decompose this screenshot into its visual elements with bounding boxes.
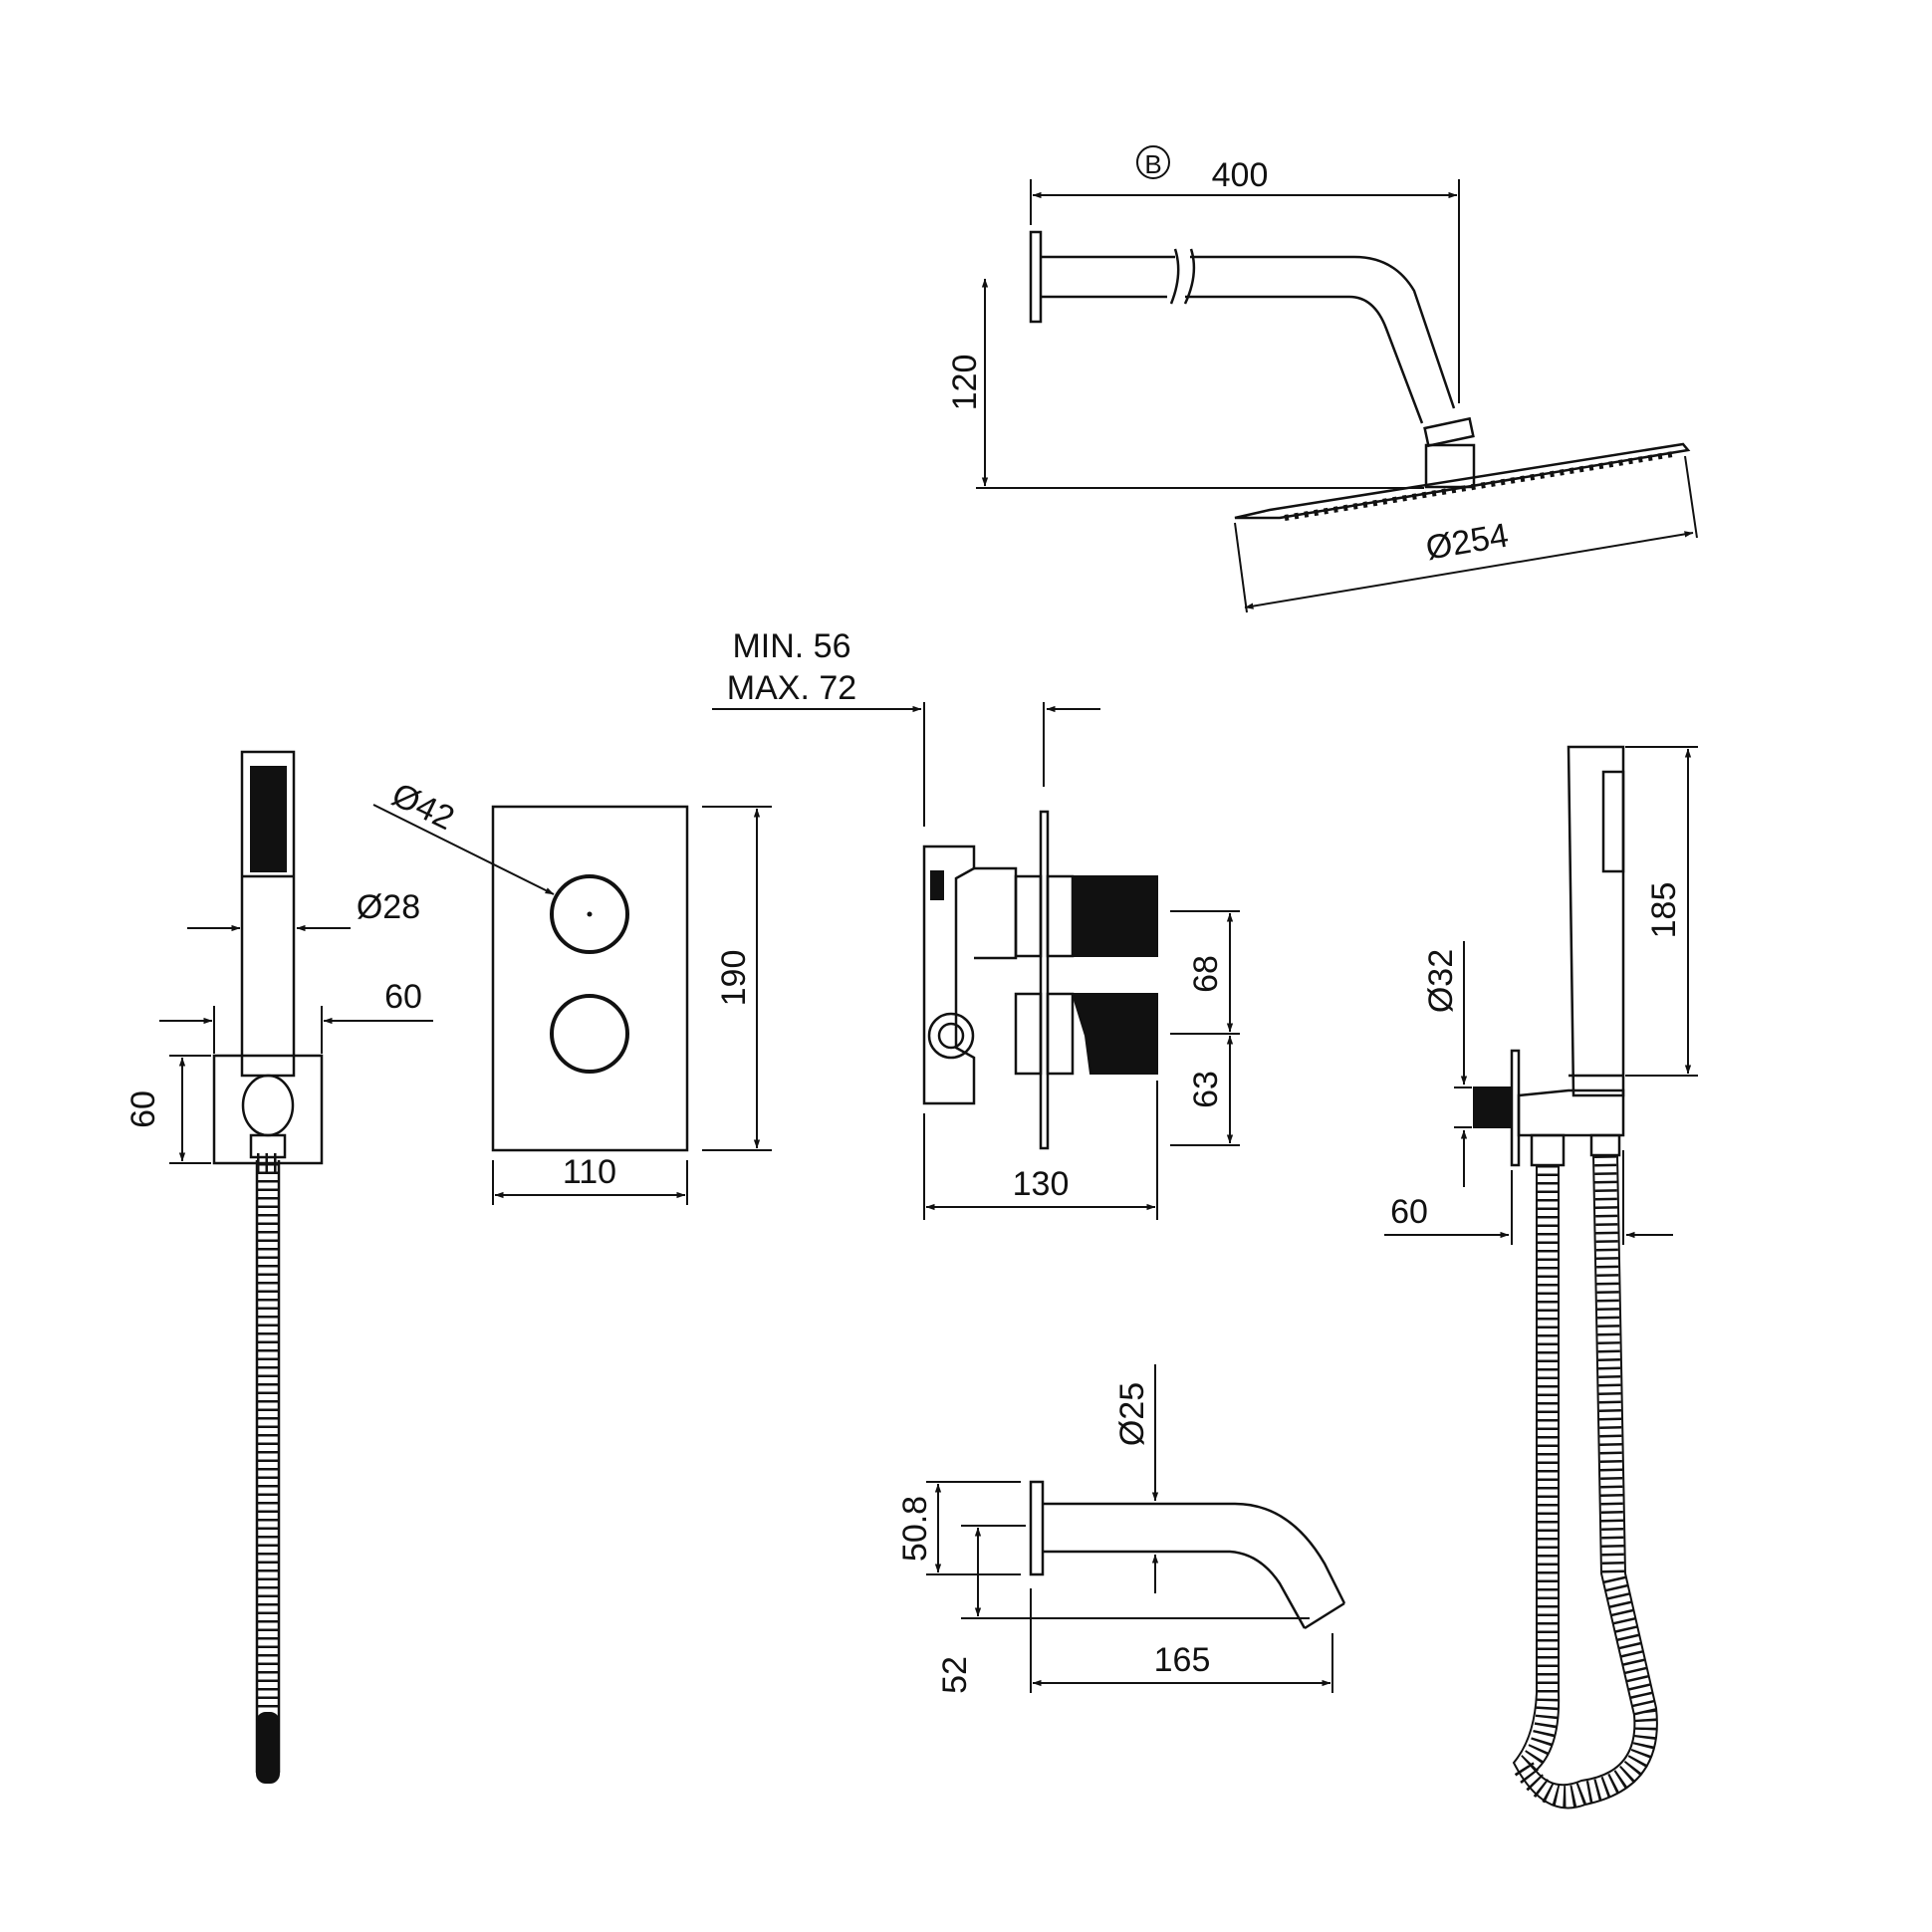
callout-circle xyxy=(1136,145,1170,179)
hand-shower-spray-face xyxy=(250,766,287,872)
mixer-knob-upper xyxy=(1072,875,1158,957)
shower-arm-top-edge xyxy=(1190,255,1456,409)
dim-arm-drop: 120 xyxy=(946,355,984,411)
dim-spout-height: 50.8 xyxy=(896,1496,934,1562)
spout-flange xyxy=(1029,1480,1045,1576)
dim-bracket-depth-right: 60 xyxy=(1390,1193,1428,1231)
hand-shower-right: 185 Ø32 60 xyxy=(1384,745,1698,1810)
control-button-top xyxy=(550,874,629,954)
overhead-shower: B 400 120 Ø254 xyxy=(946,145,1698,613)
mixer-knob-lower xyxy=(1071,993,1158,1075)
hand-shower-right-bracket xyxy=(1517,1088,1625,1137)
bath-spout: Ø25 50.8 52 165 xyxy=(896,1364,1346,1694)
dim-head-diameter: Ø254 xyxy=(1423,517,1511,568)
dim-spout-drop: 52 xyxy=(936,1656,974,1694)
shower-head xyxy=(1234,442,1691,520)
dim-head-diameter-line xyxy=(1244,531,1694,609)
dim-plate-width: 110 xyxy=(563,1153,616,1191)
dim-depth-min: MIN. 56 xyxy=(732,627,850,665)
dim-bracket-height: 60 xyxy=(124,1090,162,1128)
dim-outlet-diameter: Ø32 xyxy=(1422,949,1460,1013)
dim-handle-diameter: Ø28 xyxy=(357,888,420,926)
hand-shower-left: Ø28 60 60 xyxy=(124,750,433,1784)
mixer-cover-plate xyxy=(1039,810,1050,1150)
dim-spacing-upper: 68 xyxy=(1187,955,1225,993)
dim-plate-height: 190 xyxy=(715,950,753,1007)
hand-shower-right-hose xyxy=(1508,1154,1658,1810)
dim-depth-max: MAX. 72 xyxy=(727,669,856,707)
dim-body-width: 130 xyxy=(1013,1165,1070,1203)
shower-arm-flange xyxy=(1029,230,1043,324)
spout-bottom-edge xyxy=(1043,1550,1307,1629)
dim-spout-length: 165 xyxy=(1154,1641,1211,1679)
mixer-body: MIN. 56 MAX. 72 68 63 130 xyxy=(712,627,1240,1220)
control-plate-outline xyxy=(491,805,689,1152)
spout-top-edge xyxy=(1043,1502,1346,1604)
control-button-bottom xyxy=(550,994,629,1074)
wall-outlet xyxy=(1473,1087,1513,1128)
dim-spacing-lower: 63 xyxy=(1187,1071,1225,1108)
dim-spout-outlet-diameter: Ø25 xyxy=(1113,1382,1151,1446)
hand-shower-hose xyxy=(255,1153,281,1784)
mixer-inlet-nut xyxy=(927,1012,975,1060)
dim-arm-length: 400 xyxy=(1212,156,1269,194)
dim-handle-length: 185 xyxy=(1645,882,1683,939)
hand-shower-right-handle xyxy=(1567,745,1625,1097)
hand-shower-bracket xyxy=(212,1054,324,1165)
control-plate: Ø42 190 110 xyxy=(372,776,772,1205)
shower-arm-bottom-edge xyxy=(1185,295,1424,424)
dim-button-diameter-leader xyxy=(372,804,555,895)
callout-label: B xyxy=(1144,149,1161,179)
dim-bracket-depth: 60 xyxy=(384,978,422,1016)
